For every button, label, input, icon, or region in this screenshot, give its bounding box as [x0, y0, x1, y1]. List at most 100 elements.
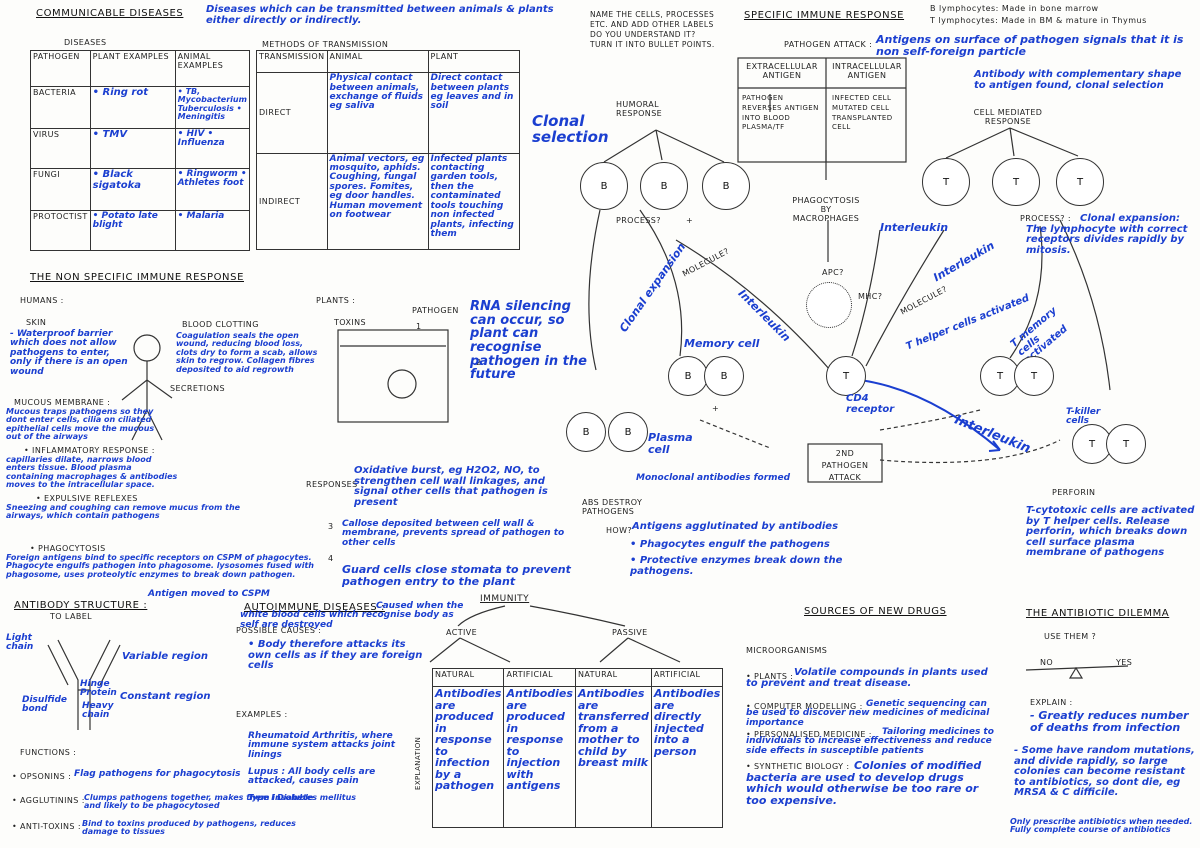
immunity-cell: Antibodies are transferred from a mother…	[574, 686, 652, 828]
clonal-expansion-note: Clonal expansion: The lymphocyte with co…	[1026, 213, 1188, 256]
humoral-label: HUMORAL RESPONSE	[616, 100, 663, 118]
immunity-cell: Antibodies are produced in response to i…	[503, 686, 576, 828]
callose-note: Callose deposited between cell wall & me…	[342, 519, 565, 548]
phago-note: Foreign antigens bind to specific recept…	[6, 553, 314, 579]
immunity-cell: Antibodies are produced in response to i…	[431, 686, 505, 828]
col-animal: ANIMAL	[326, 49, 429, 74]
row-pathogen: FUNGI	[30, 168, 91, 211]
plants-key: • PLANTS :	[746, 672, 794, 681]
expulsive-label: • EXPULSIVE REFLEXES	[36, 494, 138, 503]
b-cell: B	[580, 162, 628, 210]
synthetic-key: • SYNTHETIC BIOLOGY :	[746, 762, 850, 771]
explain-2: - Some have random mutations, and divide…	[1014, 745, 1195, 798]
mucous-label: MUCOUS MEMBRANE :	[14, 398, 111, 407]
indirect-plant: Infected plants contacting garden tools,…	[427, 152, 521, 250]
mucous-note: Mucous traps pathogens so they dont ente…	[6, 407, 155, 442]
row-pathogen: BACTERIA	[30, 86, 91, 129]
plasma-cell-label: Plasma cell	[648, 431, 693, 456]
memory-t-cell: T	[1014, 356, 1054, 396]
no-label: NO	[1040, 658, 1054, 667]
immunity-table: NATURAL ARTIFICIAL NATURAL ARTIFICIAL An…	[431, 668, 724, 828]
marker-2: 2	[476, 358, 482, 367]
agglutinated-note: Antigens agglutinated by antibodies	[632, 521, 839, 532]
transmission-table: TRANSMISSION ANIMAL PLANT DIRECT Physica…	[256, 49, 521, 250]
responses-label: RESPONSES :	[306, 480, 364, 489]
intra-list: INFECTED CELL MUTATED CELL TRANSPLANTED …	[832, 94, 893, 132]
marker-1: 1	[416, 322, 422, 331]
col-plant: PLANT EXAMPLES	[89, 50, 176, 87]
interleukin-label: Interleukin	[880, 221, 949, 234]
second-attack-label: 2ND PATHOGEN ATTACK	[821, 449, 869, 482]
col-transmission: TRANSMISSION	[256, 49, 328, 74]
opsonins-key: • OPSONINS :	[12, 772, 72, 781]
oxidative-note: Oxidative burst, eg H2O2, NO, to strengt…	[354, 465, 548, 508]
table-row: BACTERIA • Ring rot • TB, Mycobacterium …	[30, 86, 251, 129]
marker-4: 4	[328, 554, 334, 563]
personalised-value: Tailoring medicines to individuals to in…	[746, 727, 994, 756]
memory-cell-label: Memory cell	[684, 337, 760, 350]
t-cell: T	[992, 158, 1040, 206]
process-label: PROCESS? :	[1020, 214, 1071, 223]
explain-3: Only prescribe antibiotics when needed. …	[1010, 817, 1193, 835]
passive-label: PASSIVE	[612, 628, 648, 637]
questions-note: NAME THE CELLS, PROCESSES ETC. AND ADD O…	[590, 10, 715, 50]
synthetic-value: Colonies of modified bacteria are used t…	[746, 759, 982, 807]
possible-causes-label: POSSIBLE CAUSES :	[236, 626, 322, 635]
row-plant: • TMV	[89, 128, 176, 169]
phagocytes-note: • Phagocytes engulf the pathogens	[630, 539, 830, 550]
row-plant: • Potato late blight	[89, 210, 176, 251]
b-lymph: B lymphocytes: Made in bone marrow	[930, 4, 1099, 13]
specific-title: SPECIFIC IMMUNE RESPONSE	[744, 10, 905, 21]
b-cell: B	[702, 162, 750, 210]
plasma-b-cell: B	[608, 412, 648, 452]
clonal-selection: Clonal selection	[532, 112, 609, 146]
computer-key: • COMPUTER MODELLING :	[746, 702, 863, 711]
col-animal: ANIMAL EXAMPLES	[174, 50, 251, 87]
rna-note: RNA silencing can occur, so plant can re…	[470, 299, 587, 383]
row-plant: • Black sigatoka	[89, 168, 176, 211]
col-plant: PLANT	[427, 49, 521, 74]
phagocytosis-label: PHAGOCYTOSIS BY MACROPHAGES	[792, 196, 860, 223]
micro-label: MICROORGANISMS	[746, 646, 828, 655]
clot-note: Coagulation seals the open wound, reduci…	[176, 331, 318, 374]
indirect-label: INDIRECT	[256, 152, 328, 250]
col-pathogen: PATHOGEN	[30, 50, 91, 87]
protective-note: • Protective enzymes break down the path…	[630, 555, 843, 577]
cause-note: • Body therefore attacks its own cells a…	[248, 639, 423, 671]
inflammatory-label: • INFLAMMATORY RESPONSE :	[24, 446, 155, 455]
methods-label: METHODS OF TRANSMISSION	[262, 40, 389, 49]
direct-animal: Physical contact between animals, exchan…	[326, 72, 429, 154]
antigens-note: Antigens on surface of pathogen signals …	[876, 33, 1184, 58]
intracellular-label: INTRACELLULAR ANTIGEN	[832, 62, 902, 80]
agglutinins-value: Clumps pathogens together, makes them in…	[84, 793, 314, 811]
plus-sign: +	[712, 404, 720, 413]
immunity-cell: Antibodies are directly injected into a …	[650, 686, 724, 828]
t-cell: T	[922, 158, 970, 206]
heavy-chain-label: Heavy chain	[82, 701, 114, 721]
t-helper-cell: T	[826, 356, 866, 396]
row-pathogen: PROTOCTIST	[30, 210, 91, 251]
opsonins-value: Flag pathogens for phagocytosis	[74, 769, 241, 779]
toxins-label: TOXINS	[334, 318, 366, 327]
diseases-label: DISEASES	[64, 38, 107, 47]
memory-b-cell: B	[704, 356, 744, 396]
communicable-title: COMMUNICABLE DISEASES	[36, 8, 184, 19]
skin-note: - Waterproof barrier which does not allo…	[10, 329, 128, 377]
memory-b-cell: B	[668, 356, 708, 396]
guard-note: Guard cells close stomata to prevent pat…	[342, 563, 571, 588]
inflammatory-note: capillaries dilate, narrows blood enters…	[6, 455, 178, 490]
antitoxins-key: • ANTI-TOXINS :	[12, 822, 81, 831]
examples-label: EXAMPLES :	[236, 710, 288, 719]
antigen-moved-note: Antigen moved to CSPM	[148, 589, 270, 599]
direct-plant: Direct contact between plants eg leaves …	[427, 72, 521, 154]
how-label: HOW?	[606, 526, 633, 535]
row-animal: • Ringworm • Athletes foot	[174, 168, 251, 211]
variable-label: Variable region	[122, 651, 208, 662]
col-natural: NATURAL	[431, 668, 505, 687]
direct-label: DIRECT	[256, 72, 328, 154]
extracellular-label: EXTRACELLULAR ANTIGEN	[746, 62, 818, 80]
constant-label: Constant region	[120, 691, 211, 702]
hinge-label: Hinge Protein	[80, 679, 117, 699]
